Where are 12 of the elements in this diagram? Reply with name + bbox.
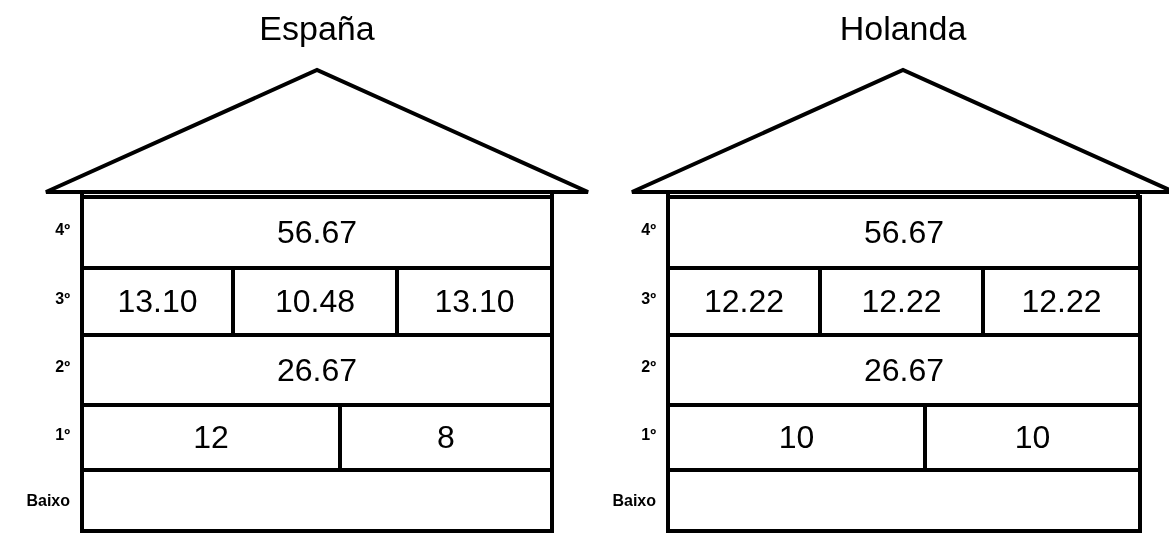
floor-label: Baixo [611, 491, 656, 510]
house-title: Holanda [839, 8, 967, 48]
floor-label: Baixo [25, 491, 70, 510]
floor-label: 1º [640, 425, 656, 444]
floor-label: 4º [54, 220, 70, 239]
floor-label: 3º [54, 289, 70, 308]
floor-label: 4º [640, 220, 656, 239]
house-title: España [259, 8, 375, 48]
floor-label: 2º [54, 358, 70, 376]
floor-label: 2º [640, 358, 656, 376]
floor-label: 3º [640, 289, 656, 308]
floor-label: 1º [54, 425, 70, 444]
